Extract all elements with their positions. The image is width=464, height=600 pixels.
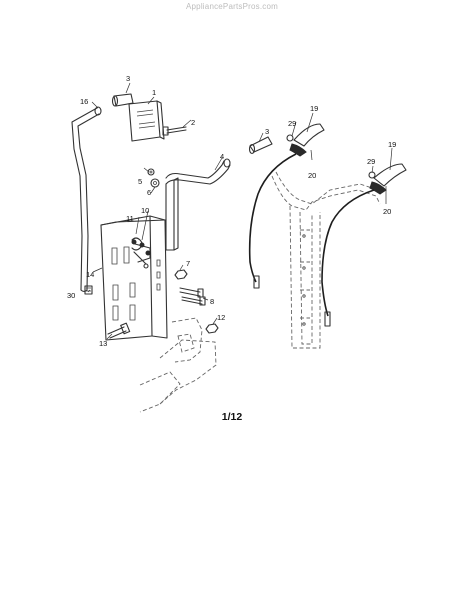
callout-7: 7 xyxy=(186,259,190,268)
control-lever-19-lower xyxy=(368,163,407,195)
cable-end-lower xyxy=(324,311,331,327)
bolt-8 xyxy=(179,287,206,306)
callout-2: 2 xyxy=(191,118,195,127)
callout-6: 6 xyxy=(147,188,151,197)
nut-7 xyxy=(174,269,188,280)
page-label: 1/12 xyxy=(221,411,243,423)
callout-3-right: 3 xyxy=(265,127,269,136)
callout-4: 4 xyxy=(220,152,224,161)
ghost-deck-left xyxy=(139,317,217,413)
control-cable-20-upper xyxy=(248,153,297,283)
callout-20-upper: 20 xyxy=(308,171,316,180)
plate-1 xyxy=(128,100,165,142)
callout-12: 12 xyxy=(217,313,225,322)
callout-29-upper: 29 xyxy=(288,119,296,128)
callout-1: 1 xyxy=(152,88,156,97)
callout-3-top: 3 xyxy=(126,74,130,83)
cable-end-upper xyxy=(253,275,260,289)
control-cable-20-lower xyxy=(321,189,375,317)
nut-12 xyxy=(205,323,219,334)
handle-bar-16 xyxy=(71,106,102,293)
ghost-handle-frame-right xyxy=(271,171,381,349)
callout-14: 14 xyxy=(86,270,94,279)
watermark-text: AppliancePartsPros.com xyxy=(186,2,278,11)
washer-6 xyxy=(150,178,160,188)
callout-30: 30 xyxy=(67,291,75,300)
callout-5: 5 xyxy=(138,177,142,186)
spring-assembly-10-11 xyxy=(131,237,151,269)
control-lever-19-upper xyxy=(286,123,325,157)
grip-3-right xyxy=(248,136,273,155)
callout-11: 11 xyxy=(126,214,134,223)
bolt-2 xyxy=(162,126,187,136)
callout-20-lower: 20 xyxy=(383,207,391,216)
callout-13: 13 xyxy=(99,339,107,348)
callout-8: 8 xyxy=(210,297,214,306)
callout-16: 16 xyxy=(80,97,88,106)
leader-lines xyxy=(87,82,393,340)
fastener-30 xyxy=(84,285,93,295)
bracket-14 xyxy=(100,215,168,341)
callout-labels: 16 3 1 2 4 5 6 10 11 14 7 30 8 12 13 3 1… xyxy=(67,74,396,348)
callout-29-lower: 29 xyxy=(367,157,375,166)
callout-10: 10 xyxy=(141,206,149,215)
washer-5 xyxy=(147,168,155,176)
callout-19-lower: 19 xyxy=(388,140,396,149)
grip-3-top xyxy=(111,93,134,107)
handle-4 xyxy=(165,158,231,251)
bolt-13 xyxy=(107,322,131,339)
callout-19-upper: 19 xyxy=(310,104,318,113)
